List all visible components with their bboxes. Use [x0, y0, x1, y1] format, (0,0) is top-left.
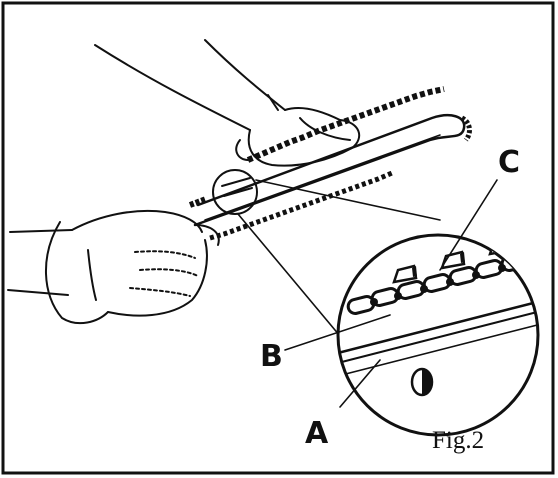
callout-b: B: [260, 339, 283, 374]
figure-caption: Fig.2: [432, 427, 484, 454]
callout-c: C: [498, 145, 520, 180]
callout-a: A: [305, 416, 329, 451]
